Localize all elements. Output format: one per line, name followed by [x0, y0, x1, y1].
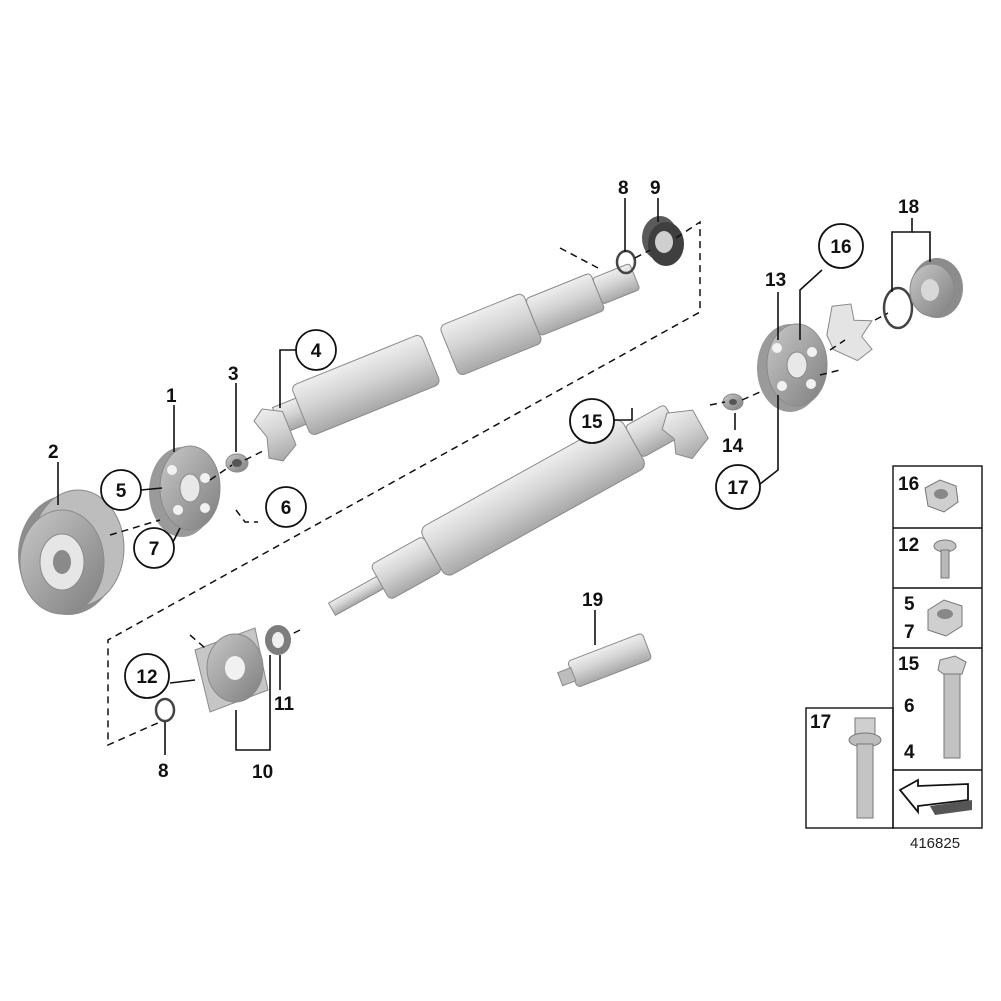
grease-tube: [557, 633, 652, 687]
flex-disc-rear: [757, 323, 828, 412]
assembly-paths: [107, 220, 889, 747]
legend-label-12: 12: [898, 535, 919, 556]
rear-shaft-flange: [661, 409, 709, 460]
circlip-top: [615, 249, 637, 275]
legend-label-7: 7: [904, 622, 915, 643]
reference-number: 416825: [910, 835, 960, 852]
callout-19: 19: [582, 590, 603, 611]
splined-bolt-icon: [848, 717, 882, 819]
callout-16: 16: [830, 237, 851, 258]
callout-7: 7: [149, 539, 160, 560]
callout-14: 14: [722, 436, 744, 457]
front-shaft-flange: [253, 408, 297, 462]
fastener-legend: 16 12 5 7 15 6 4 17: [805, 465, 983, 852]
sealing-ring: [882, 286, 914, 330]
flange-bolt-icon: [933, 539, 957, 579]
callout-6-circle: [265, 486, 307, 528]
callout-17-circle: [715, 464, 761, 510]
callout-8-bottom: 8: [158, 761, 169, 782]
callout-3: 3: [228, 364, 239, 385]
gaiter-boot: [642, 216, 684, 266]
legend-label-15: 15: [898, 654, 920, 675]
legend-label-6: 6: [904, 696, 915, 717]
callout-4: 4: [311, 341, 322, 362]
callout-2: 2: [48, 442, 59, 463]
callout-15-circle: [569, 398, 615, 444]
callout-6: 6: [281, 498, 292, 519]
callout-9: 9: [650, 178, 661, 199]
callout-8-top: 8: [618, 178, 629, 199]
callout-1: 1: [166, 386, 177, 407]
differential-flange: [909, 258, 963, 318]
callout-5: 5: [116, 481, 127, 502]
bearing-ring: [265, 625, 291, 655]
legend-label-4: 4: [904, 742, 915, 763]
circlip-bottom: [154, 697, 176, 723]
legend-label-5: 5: [904, 594, 915, 615]
callouts: 1 2 3 4 5 6 7 8 9 13 16 18 15 14 17 19 1…: [48, 178, 919, 783]
callout-16-circle: [818, 223, 864, 269]
direction-arrow-icon: [898, 778, 972, 815]
callout-11: 11: [274, 694, 295, 715]
centering-sleeve-rear: [722, 393, 744, 411]
centering-sleeve-front: [225, 453, 249, 473]
callout-10: 10: [252, 762, 273, 783]
callout-13: 13: [765, 270, 786, 291]
callout-5-circle: [100, 469, 142, 511]
hex-nut-icon: [927, 599, 963, 637]
legend-label-17: 17: [810, 712, 831, 733]
callout-12: 12: [136, 667, 157, 688]
flex-disc-front: [149, 445, 221, 537]
hex-bolt-icon: [937, 655, 967, 759]
callout-18: 18: [898, 197, 919, 218]
vibration-damper: [18, 489, 125, 615]
rear-shaft: [327, 405, 681, 617]
legend-label-16: 16: [898, 474, 919, 495]
callout-12-circle: [124, 653, 170, 699]
center-bearing: [194, 627, 269, 713]
output-flange: [826, 303, 873, 362]
callout-15: 15: [581, 412, 603, 433]
callout-7-circle: [133, 527, 175, 569]
callout-4-circle: [295, 329, 337, 371]
callout-17: 17: [727, 478, 748, 499]
collar-nut-icon: [924, 479, 959, 513]
